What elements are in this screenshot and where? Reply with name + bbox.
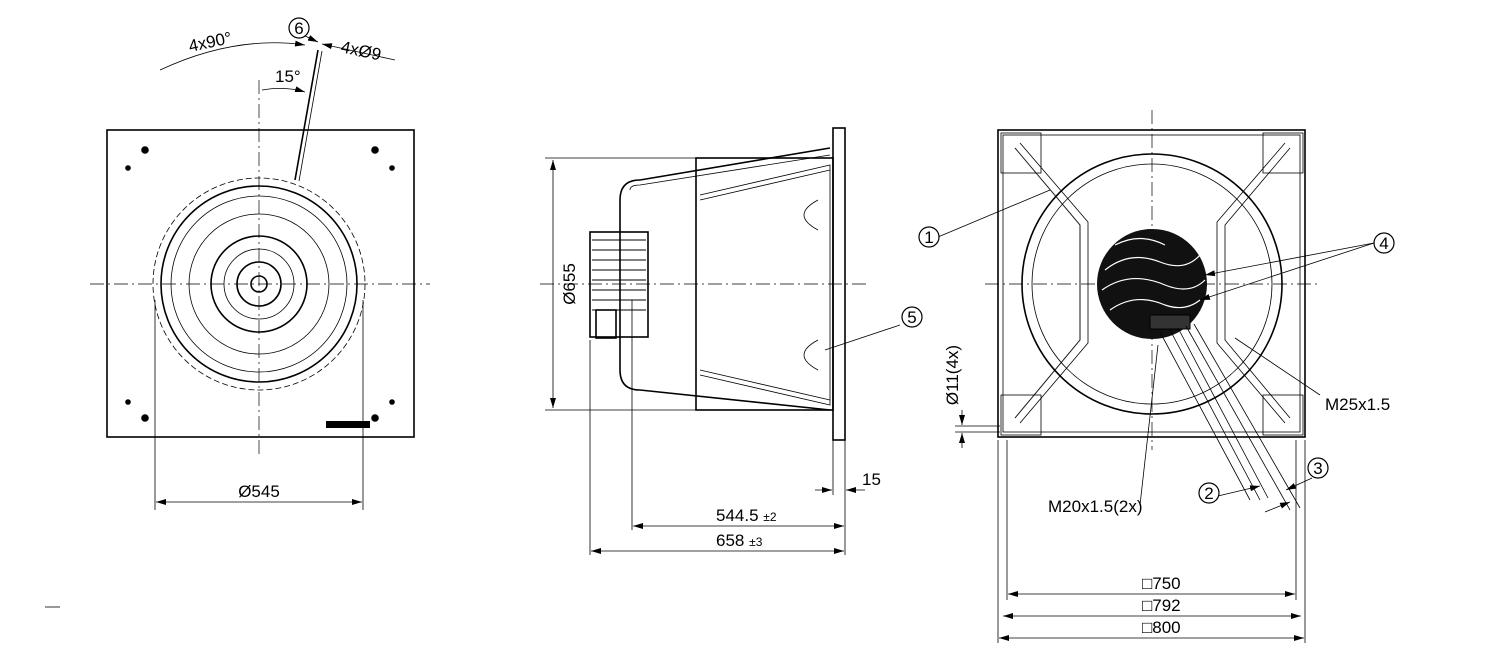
angle-offset-label: 15° [275, 67, 301, 86]
motor-hub [210, 235, 308, 333]
depth-2-label: 658 ±3 [716, 531, 763, 550]
ref-marker-3 [1307, 457, 1329, 479]
angle-pattern-label: 4x90° [187, 28, 234, 56]
front-mounting-plate [106, 129, 415, 438]
ref-marker-5 [901, 306, 923, 328]
rear-view: 1 4 M25x1.5 M20x1.5(2x) 2 3 Ø11(4x) □750… [918, 110, 1395, 643]
square-750-label: □750 [1142, 574, 1181, 593]
svg-text:4: 4 [1379, 234, 1388, 253]
rear-mounting-plate [997, 129, 1306, 438]
nameplate [326, 421, 370, 428]
corner-holes [125, 146, 395, 422]
front-view: 4x90° 15° 6 4xØ9 Ø545 [45, 17, 430, 608]
square-800-label: □800 [1142, 618, 1181, 637]
hole-pattern-label: 4xØ9 [339, 37, 383, 64]
outlet-diameter-label: Ø655 [560, 263, 579, 305]
corner-brackets [1000, 132, 1304, 436]
svg-text:3: 3 [1313, 459, 1322, 478]
support-struts [619, 179, 831, 411]
side-view: Ø655 5 15 544.5 ±2 658 ±3 [540, 127, 923, 555]
ref-marker-6 [288, 17, 310, 39]
ref-marker-4 [1373, 232, 1395, 254]
square-792-label: □792 [1142, 596, 1181, 615]
svg-text:1: 1 [924, 228, 933, 247]
ref-marker-1 [918, 226, 940, 248]
svg-text:6: 6 [294, 19, 303, 38]
thread-large-label: M25x1.5 [1325, 395, 1390, 414]
flange-thickness-label: 15 [862, 470, 881, 489]
thread-small-label: M20x1.5(2x) [1048, 497, 1142, 516]
depth-1-label: 544.5 ±2 [716, 506, 777, 525]
mount-holes-label: Ø11(4x) [943, 345, 962, 405]
ref-marker-2 [1198, 482, 1220, 504]
motor [589, 231, 649, 338]
svg-text:2: 2 [1204, 484, 1213, 503]
motor-electronics [1097, 229, 1207, 339]
inlet-ring [160, 185, 358, 383]
svg-text:5: 5 [907, 308, 916, 327]
inlet-diameter-label: Ø545 [238, 482, 280, 501]
outlet-ring [1021, 153, 1283, 415]
